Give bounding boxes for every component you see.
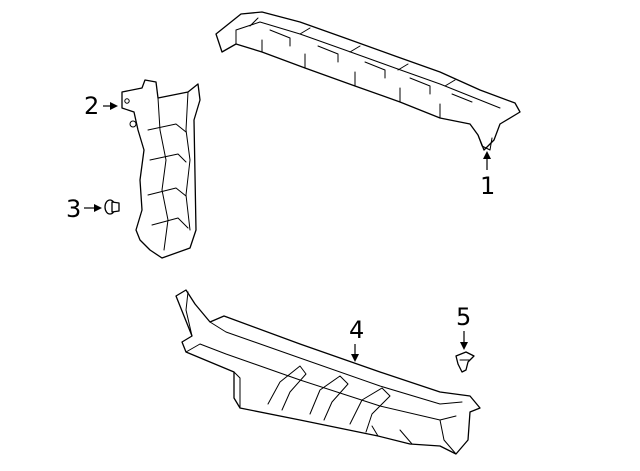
part-5-clip [455, 351, 475, 373]
callout-2: 2 [84, 92, 99, 120]
leader-1 [483, 151, 491, 170]
leader-3 [84, 204, 102, 212]
leader-2 [103, 102, 118, 110]
part-1-upper-deflector [215, 11, 521, 151]
callout-1: 1 [480, 172, 495, 200]
part-3-push-pin [104, 199, 120, 215]
leader-4 [351, 344, 359, 362]
part-4-lower-deflector [175, 289, 481, 455]
callout-5: 5 [456, 303, 471, 331]
leader-5 [460, 331, 468, 350]
callout-4: 4 [349, 316, 364, 344]
callout-3: 3 [66, 195, 81, 223]
part-2-side-baffle [121, 79, 201, 259]
